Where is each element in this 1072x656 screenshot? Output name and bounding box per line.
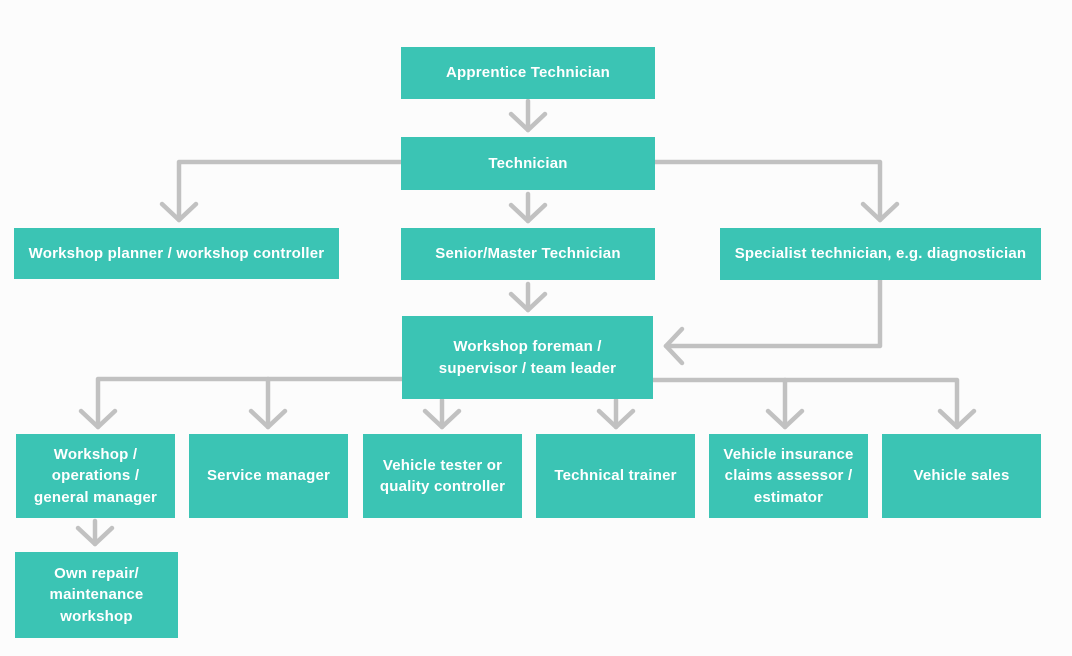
node-service-manager: Service manager [189, 434, 348, 518]
node-vehicle-tester: Vehicle tester or quality controller [363, 434, 522, 518]
node-vehicle-sales: Vehicle sales [882, 434, 1041, 518]
edge-foreman-to-workshop-operations [78, 376, 405, 430]
edge-technician-to-specialist [652, 159, 900, 223]
node-senior-master-technician: Senior/Master Technician [401, 228, 655, 280]
node-technical-trainer: Technical trainer [536, 434, 695, 518]
node-technician: Technician [401, 137, 655, 190]
node-apprentice-technician: Apprentice Technician [401, 47, 655, 99]
node-workshop-planner: Workshop planner / workshop controller [14, 228, 339, 279]
edge-specialist-to-foreman [663, 277, 883, 366]
node-specialist-technician: Specialist technician, e.g. diagnosticia… [720, 228, 1041, 280]
node-workshop-foreman: Workshop foreman / supervisor / team lea… [402, 316, 653, 399]
edge-technician-to-workshop-planner [159, 159, 404, 223]
node-workshop-operations-manager: Workshop / operations / general manager [16, 434, 175, 518]
edge-foreman-to-vehicle-sales [650, 377, 977, 430]
node-own-repair-workshop: Own repair/ maintenance workshop [15, 552, 178, 638]
node-vehicle-insurance-assessor: Vehicle insurance claims assessor / esti… [709, 434, 868, 518]
